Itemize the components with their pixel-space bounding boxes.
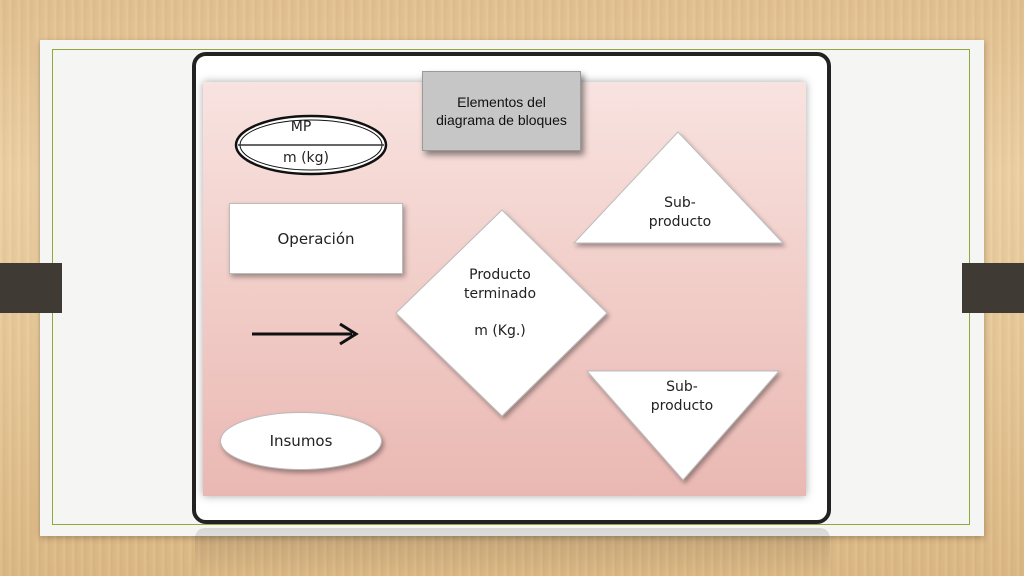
mp-label: MP [290, 119, 312, 135]
product-diamond-shape [395, 209, 608, 417]
insumos-label: Insumos [269, 432, 333, 450]
arrow-icon [252, 322, 359, 346]
operation-label: Operación [277, 229, 355, 248]
subproduct-bottom-line2: producto [650, 398, 714, 414]
subproduct-bottom-line1: Sub- [666, 379, 698, 395]
product-label-line2: terminado [463, 286, 537, 302]
diagram-title: Elementos del diagrama de bloques [422, 71, 581, 151]
frame-reflection [195, 528, 830, 576]
mp-ellipse-shape [234, 114, 388, 176]
subproduct-top-line1: Sub- [664, 195, 696, 211]
product-mass-label: m (Kg.) [474, 323, 526, 339]
insumos-ellipse: Insumos [220, 412, 382, 470]
subproduct-top-line2: producto [648, 214, 712, 230]
product-label-line1: Producto [469, 267, 531, 283]
mass-kg-label: m (kg) [282, 150, 329, 166]
left-binder-tab [0, 263, 62, 313]
subproduct-bottom-triangle-shape [585, 370, 781, 481]
operation-box: Operación [229, 203, 403, 274]
right-binder-tab [962, 263, 1024, 313]
subproduct-top-triangle-shape [572, 131, 785, 244]
